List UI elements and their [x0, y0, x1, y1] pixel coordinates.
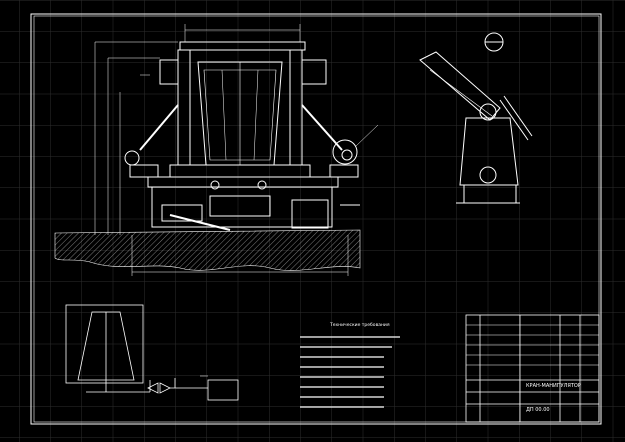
ground-section [54, 229, 361, 271]
side-view [419, 32, 533, 204]
notes-title: Технические требования [330, 323, 390, 328]
title-block-name: КРАН-МАНИПУЛЯТОР [526, 383, 581, 389]
title-block-code: ДП 00.00 [526, 407, 550, 413]
main-assembly-view [94, 24, 379, 276]
technical-notes [300, 336, 400, 408]
sheet-frame [30, 13, 602, 425]
hydraulic-scheme [65, 304, 239, 401]
title-block [465, 314, 600, 423]
